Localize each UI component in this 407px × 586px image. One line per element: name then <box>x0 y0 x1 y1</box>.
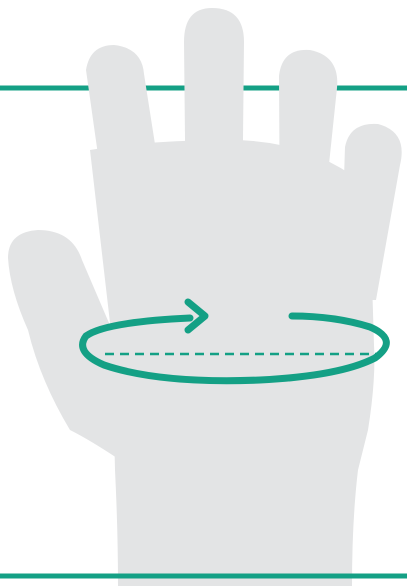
pinky-finger <box>340 124 402 300</box>
thumb <box>8 230 120 460</box>
hand-icon <box>8 8 402 586</box>
middle-finger <box>184 8 244 235</box>
